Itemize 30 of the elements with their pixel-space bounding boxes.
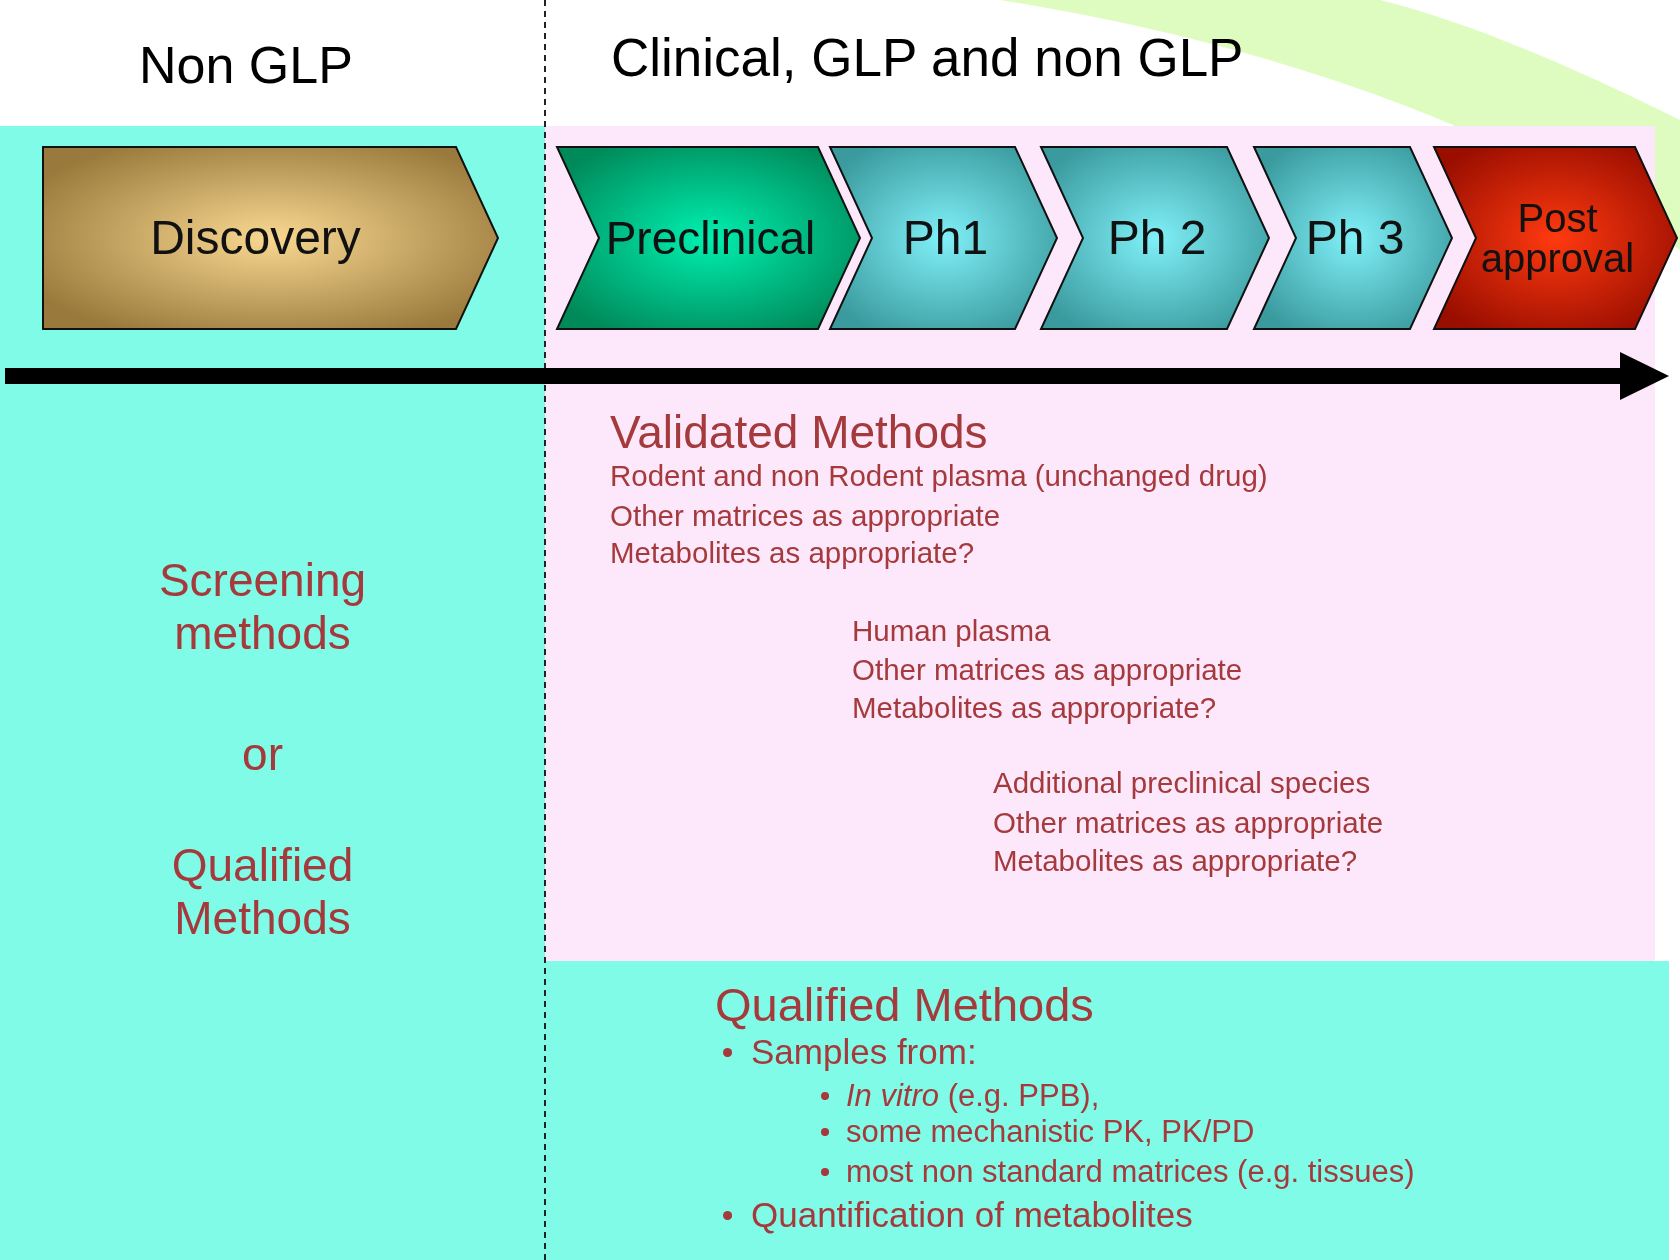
method-text: Rodent and non Rodent plasma (unchanged drug)	[610, 459, 1268, 493]
panel-heading: Validated Methods	[610, 406, 988, 459]
method-text: Additional preclinical species	[993, 766, 1371, 800]
bullet-item: some mechanistic PK, PK/PD	[846, 1114, 1255, 1150]
method-panel	[0, 126, 545, 1260]
method-text: Screening methods	[157, 554, 368, 660]
method-text: Human plasma	[852, 614, 1051, 648]
method-text: Metabolites as appropriate?	[852, 691, 1217, 725]
method-text: or	[241, 728, 284, 781]
method-text: Metabolites as appropriate?	[610, 536, 975, 570]
phase-label: Ph 3	[1305, 214, 1405, 262]
section-heading: Clinical, GLP and non GLP	[611, 28, 1244, 89]
method-text: Metabolites as appropriate?	[993, 844, 1358, 878]
phase-label: Post approval	[1479, 198, 1636, 278]
method-text: Other matrices as appropriate	[852, 653, 1243, 687]
method-text: Qualified Methods	[170, 839, 355, 945]
phase-label: Ph 2	[1107, 214, 1207, 262]
bullet-item: Samples from:	[751, 1032, 977, 1073]
phase-label: Discovery	[150, 214, 361, 262]
bullet-item: In vitro (e.g. PPB),	[846, 1078, 1100, 1114]
method-text: Other matrices as appropriate	[610, 499, 1001, 533]
bullet-item: most non standard matrices (e.g. tissues)	[846, 1154, 1415, 1190]
method-text: Other matrices as appropriate	[993, 806, 1384, 840]
phase-label: Ph1	[902, 214, 989, 262]
section-heading: Non GLP	[139, 36, 353, 96]
method-panel	[545, 961, 1669, 1260]
method-panel	[545, 126, 1655, 961]
panel-heading: Qualified Methods	[715, 978, 1094, 1033]
phase-label: Preclinical	[605, 215, 816, 261]
bullet-item: Quantification of metabolites	[751, 1195, 1193, 1236]
